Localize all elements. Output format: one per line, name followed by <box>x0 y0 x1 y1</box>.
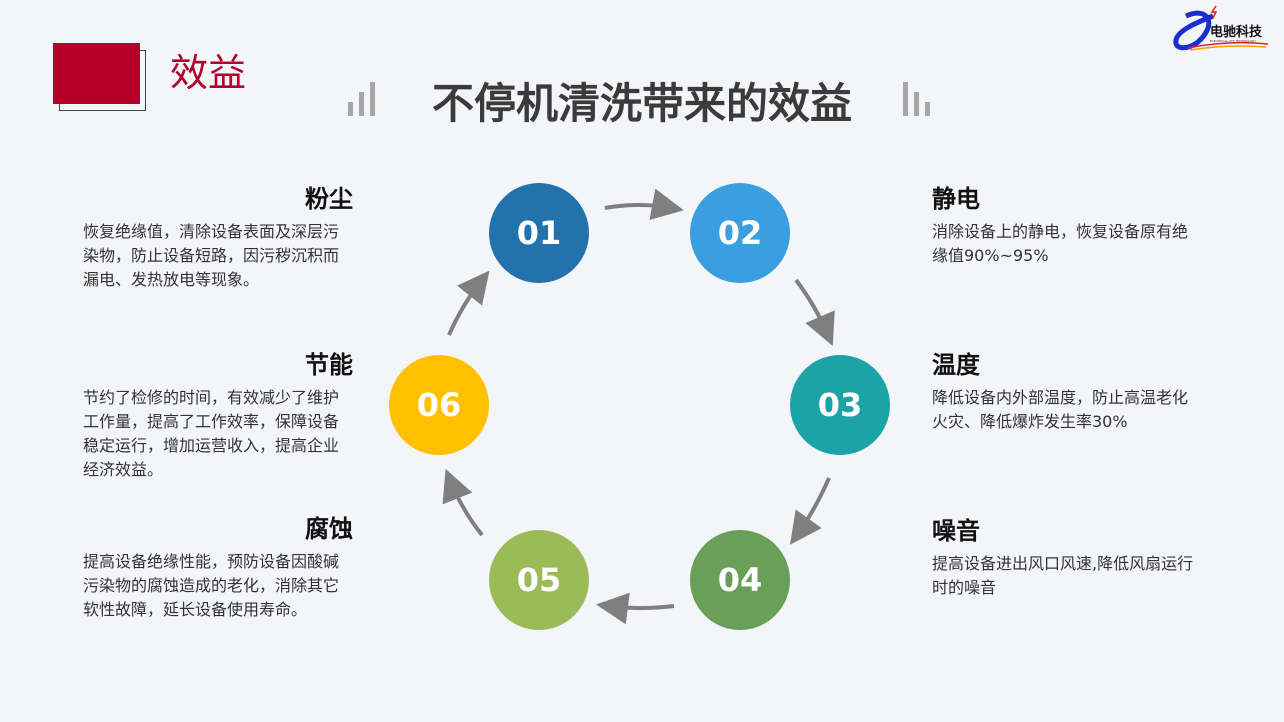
benefit-text: 提高设备绝缘性能，预防设备因酸碱污染物的腐蚀造成的老化，消除其它软性故障，延长设… <box>83 552 340 619</box>
benefit-text: 降低设备内外部温度，防止高温老化火灾、降低爆炸发生率30% <box>932 388 1189 431</box>
company-logo: 电驰科技 ELECTRICAL CHI TECHNOLOGY <box>1173 5 1269 51</box>
benefit-title: 温度 <box>932 351 980 379</box>
step-circle-02: 02 <box>690 183 790 283</box>
step-circle-03: 03 <box>790 355 890 455</box>
arrow-01-02 <box>604 188 684 221</box>
title-decor-right <box>903 76 930 116</box>
benefit-text: 节约了检修的时间，有效减少了维护工作量，提高了工作效率，保障设备稳定运行，增加运… <box>83 388 340 479</box>
title-decor-left <box>348 76 375 116</box>
benefit-title: 粉尘 <box>305 185 353 213</box>
benefit-energy: 节能 节约了检修的时间，有效减少了维护工作量，提高了工作效率，保障设备稳定运行，… <box>83 350 353 482</box>
decor-red-block <box>53 43 140 104</box>
benefit-title: 静电 <box>932 185 980 213</box>
benefit-noise: 噪音 提高设备进出风口风速,降低风扇运行时的噪音 <box>932 516 1202 600</box>
arrow-02-03 <box>794 278 835 347</box>
benefit-text: 提高设备进出风口风速,降低风扇运行时的噪音 <box>932 554 1194 597</box>
arrow-05-06 <box>442 468 484 537</box>
benefit-temperature: 温度 降低设备内外部温度，防止高温老化火灾、降低爆炸发生率30% <box>932 350 1202 434</box>
benefit-dust: 粉尘 恢复绝缘值，清除设备表面及深层污染物，防止设备短路，因污秽沉积而漏电、发热… <box>83 184 353 292</box>
benefit-text: 恢复绝缘值，清除设备表面及深层污染物，防止设备短路，因污秽沉积而漏电、发热放电等… <box>83 222 340 289</box>
page-title: 不停机清洗带来的效益 <box>431 79 852 128</box>
benefit-static: 静电 消除设备上的静电，恢复设备原有绝缘值90%~95% <box>932 184 1202 268</box>
arrow-04-05 <box>596 592 675 625</box>
benefit-corrosion: 腐蚀 提高设备绝缘性能，预防设备因酸碱污染物的腐蚀造成的老化，消除其它软性故障，… <box>83 514 353 622</box>
logo-text: 电驰科技 <box>1210 24 1263 40</box>
benefit-title: 噪音 <box>932 517 980 545</box>
step-circle-05: 05 <box>489 530 589 630</box>
benefit-title: 腐蚀 <box>305 515 353 543</box>
svg-text:ELECTRICAL CHI TECHNOLOGY: ELECTRICAL CHI TECHNOLOGY <box>1210 39 1256 43</box>
step-circle-01: 01 <box>489 183 589 283</box>
section-title: 效益 <box>170 51 247 95</box>
arrow-06-01 <box>447 270 490 336</box>
arrow-03-04 <box>789 477 831 545</box>
benefit-title: 节能 <box>305 351 353 379</box>
step-circle-04: 04 <box>690 530 790 630</box>
step-circle-06: 06 <box>389 355 489 455</box>
benefit-text: 消除设备上的静电，恢复设备原有绝缘值90%~95% <box>932 222 1189 265</box>
